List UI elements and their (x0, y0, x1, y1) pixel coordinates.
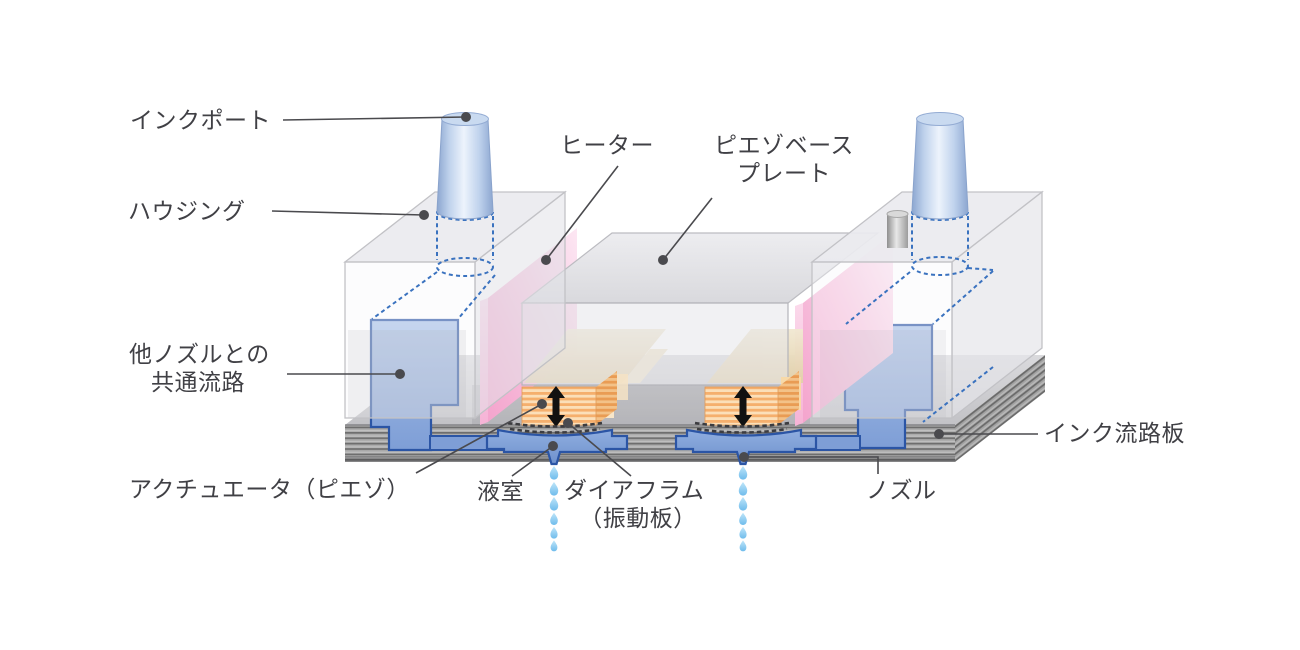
label-liquid-chamber: 液室 (477, 478, 524, 504)
label-diaphragm-line2: （振動板） (579, 505, 697, 531)
diaphragm-right (694, 421, 790, 434)
label-heater: ヒーター (560, 132, 654, 158)
piezo-base-plate (520, 232, 880, 386)
liquid-chamber-right (674, 428, 818, 466)
vibration-arrow-right (734, 386, 752, 427)
housing-right-front (811, 261, 953, 419)
label-ink-channel-plate: インク流路板 (1044, 420, 1185, 446)
vibration-arrow-left (547, 386, 565, 427)
label-common-channel-line1: 他ノズルとの (129, 341, 270, 367)
housing-left (343, 190, 567, 420)
ink-port-left (436, 112, 494, 220)
housing-right (810, 190, 1044, 420)
ink-droplets-right (738, 466, 748, 552)
label-diaphragm-line1: ダイアフラム (564, 477, 705, 503)
piezo-base-plate-front (521, 302, 789, 386)
label-housing: ハウジング (128, 198, 246, 224)
ink-port-right (911, 112, 969, 220)
label-piezo-base-plate-line2: プレート (737, 160, 831, 186)
label-actuator: アクチュエータ（ピエゾ） (129, 476, 410, 502)
ink-droplets-left (549, 466, 559, 552)
housing-left-front (344, 261, 476, 419)
diaphragm-left (507, 421, 603, 434)
leader-lines (271, 112, 1038, 477)
label-piezo-base-plate-line1: ピエゾベース (714, 132, 854, 158)
label-ink-port: インクポート (130, 107, 271, 133)
plate-right-face (955, 355, 1045, 462)
label-nozzle: ノズル (866, 477, 937, 503)
vent-cylinder (886, 210, 909, 248)
label-common-channel-line2: 共通流路 (151, 369, 245, 395)
